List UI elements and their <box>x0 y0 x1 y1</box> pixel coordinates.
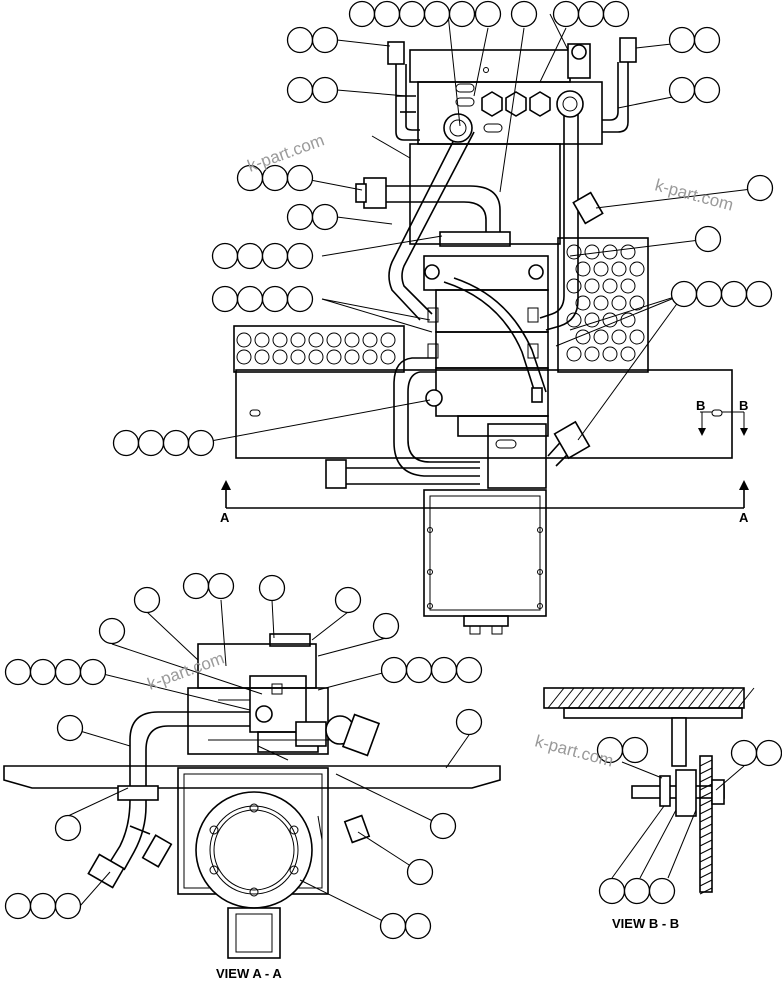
callout-bubble <box>577 0 605 28</box>
callout-bubble <box>693 76 721 104</box>
callout-bubble <box>311 203 339 231</box>
callout-bubble <box>162 429 190 457</box>
manifold-body <box>409 143 561 245</box>
section-b-right-label: B <box>739 398 748 413</box>
watermark: k-part.com <box>245 130 327 175</box>
callout-bubble <box>258 574 286 602</box>
frame-plate <box>235 369 733 459</box>
left-perforated-panel <box>233 325 405 373</box>
callout-bubble <box>286 285 314 313</box>
callout-bubble <box>54 658 82 686</box>
callout-bubble <box>286 242 314 270</box>
leader-lines <box>67 13 761 927</box>
motor-flange <box>195 791 313 909</box>
callout-bubble <box>602 0 630 28</box>
callout-bubble <box>133 586 161 614</box>
callout-bubble <box>598 877 626 905</box>
callout-bubble <box>29 658 57 686</box>
callout-bubble <box>236 285 264 313</box>
callout-bubble <box>694 225 722 253</box>
stack-mid <box>435 289 549 333</box>
callout-bubble <box>261 285 289 313</box>
callout-bubble <box>379 912 407 940</box>
callout-bubble <box>455 708 483 736</box>
callout-bubble <box>112 429 140 457</box>
callout-bubble <box>648 877 676 905</box>
callout-bubble <box>207 572 235 600</box>
callout-bubble <box>286 26 314 54</box>
callout-bubble <box>380 656 408 684</box>
callout-bubble <box>79 658 107 686</box>
watermark: k-part.com <box>533 732 615 771</box>
callout-bubble <box>286 76 314 104</box>
view-bb-label: VIEW B - B <box>612 916 679 931</box>
callout-bubble <box>429 812 457 840</box>
callout-bubble <box>668 76 696 104</box>
callout-bubble <box>448 0 476 28</box>
callout-bubble <box>54 892 82 920</box>
callout-bubble <box>98 617 126 645</box>
callout-bubble <box>137 429 165 457</box>
callout-bubble <box>693 26 721 54</box>
callout-bubble <box>372 612 400 640</box>
callout-bubble <box>621 736 649 764</box>
section-b-left-label: B <box>696 398 705 413</box>
callout-bubble <box>261 242 289 270</box>
callout-bubble <box>311 76 339 104</box>
callout-bubble <box>668 26 696 54</box>
callout-bubble <box>405 656 433 684</box>
lower-block <box>487 423 547 489</box>
callout-bubble <box>670 280 698 308</box>
callout-bubble <box>56 714 84 742</box>
lower-housing <box>423 489 547 617</box>
callout-bubble <box>311 26 339 54</box>
main-view: A A B B <box>220 37 749 635</box>
callout-bubble <box>430 656 458 684</box>
watermark: k-part.com <box>145 648 227 693</box>
callout-bubble <box>286 203 314 231</box>
callout-bubbles <box>4 0 782 940</box>
watermark: k-part.com <box>653 176 735 215</box>
callout-bubble <box>406 858 434 886</box>
callout-bubble <box>455 656 483 684</box>
view-bb: VIEW B - B <box>543 687 755 931</box>
callout-bubble <box>730 739 758 767</box>
callout-bubble <box>745 280 773 308</box>
callout-bubble <box>54 814 82 842</box>
callout-bubble <box>182 572 210 600</box>
callout-bubble <box>720 280 748 308</box>
callout-bubble <box>187 429 215 457</box>
callout-bubble <box>552 0 580 28</box>
view-aa: VIEW A - A <box>3 633 501 981</box>
top-plate <box>409 49 571 83</box>
callout-bubble <box>211 285 239 313</box>
callout-bubble <box>474 0 502 28</box>
t-web <box>671 717 687 767</box>
callout-bubble <box>4 658 32 686</box>
callout-bubble <box>373 0 401 28</box>
callout-bubble <box>695 280 723 308</box>
view-aa-label: VIEW A - A <box>216 966 282 981</box>
callout-bubble <box>334 586 362 614</box>
callout-bubble <box>29 892 57 920</box>
section-a-right-label: A <box>739 510 749 525</box>
callout-bubble <box>423 0 451 28</box>
callout-bubble <box>623 877 651 905</box>
callout-bubble <box>404 912 432 940</box>
callout-bubble <box>510 0 538 28</box>
callout-bubble <box>348 0 376 28</box>
callout-bubble <box>236 242 264 270</box>
callout-bubble <box>211 242 239 270</box>
cross-beam <box>3 765 501 789</box>
top-plate-bb <box>543 687 745 709</box>
callout-bubble <box>746 174 774 202</box>
callout-bubble <box>755 739 782 767</box>
callout-bubble <box>398 0 426 28</box>
section-a-left-label: A <box>220 510 230 525</box>
callout-bubble <box>4 892 32 920</box>
callout-bubble <box>286 164 314 192</box>
